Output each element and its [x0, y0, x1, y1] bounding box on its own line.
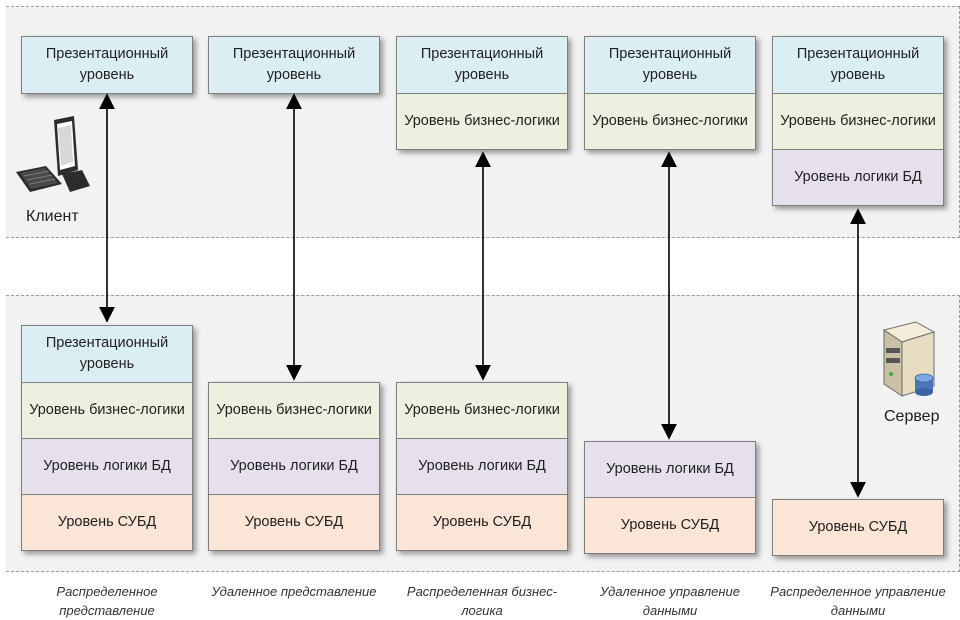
business-logic-layer: Уровень бизнес-логики [772, 93, 944, 150]
business-logic-layer: Уровень бизнес-логики [21, 382, 193, 439]
server-stack-5: Уровень СУБД [772, 499, 944, 556]
business-logic-layer: Уровень бизнес-логики [584, 93, 756, 150]
client-label: Клиент [26, 208, 79, 225]
presentation-layer: Презентационный уровень [772, 36, 944, 94]
business-logic-layer: Уровень бизнес-логики [396, 382, 568, 439]
caption-col-2: Удаленное представление [211, 584, 377, 599]
db-logic-layer: Уровень логики БД [208, 438, 380, 495]
client-computer-icon [16, 116, 90, 192]
caption-col-1: Распределенное представление [56, 584, 158, 618]
server-label: Сервер [884, 408, 940, 425]
dbms-layer: Уровень СУБД [584, 497, 756, 554]
presentation-layer: Презентационный уровень [584, 36, 756, 94]
presentation-layer: Презентационный уровень [21, 36, 193, 94]
server-stack-2: Уровень бизнес-логики Уровень логики БД … [208, 382, 380, 551]
presentation-layer: Презентационный уровень [21, 325, 193, 383]
server-stack-1: Презентационный уровень Уровень бизнес-л… [21, 325, 193, 551]
client-stack-2: Презентационный уровень [208, 36, 380, 94]
presentation-layer: Презентационный уровень [396, 36, 568, 94]
client-stack-4: Презентационный уровень Уровень бизнес-л… [584, 36, 756, 150]
business-logic-layer: Уровень бизнес-логики [396, 93, 568, 150]
server-icon [882, 321, 936, 397]
db-logic-layer: Уровень логики БД [396, 438, 568, 495]
caption-col-5: Распределенное управление данными [770, 584, 946, 618]
client-stack-3: Презентационный уровень Уровень бизнес-л… [396, 36, 568, 150]
dbms-layer: Уровень СУБД [396, 494, 568, 551]
db-logic-layer: Уровень логики БД [21, 438, 193, 495]
client-stack-5: Презентационный уровень Уровень бизнес-л… [772, 36, 944, 206]
server-stack-4: Уровень логики БД Уровень СУБД [584, 441, 756, 554]
dbms-layer: Уровень СУБД [772, 499, 944, 556]
business-logic-layer: Уровень бизнес-логики [208, 382, 380, 439]
presentation-layer: Презентационный уровень [208, 36, 380, 94]
client-stack-1: Презентационный уровень [21, 36, 193, 94]
db-logic-layer: Уровень логики БД [772, 149, 944, 206]
db-logic-layer: Уровень логики БД [584, 441, 756, 498]
dbms-layer: Уровень СУБД [21, 494, 193, 551]
caption-col-3: Распределенная бизнес-логика [406, 584, 558, 618]
dbms-layer: Уровень СУБД [208, 494, 380, 551]
server-stack-3: Уровень бизнес-логики Уровень логики БД … [396, 382, 568, 551]
caption-col-4: Удаленное управление данными [599, 584, 741, 618]
